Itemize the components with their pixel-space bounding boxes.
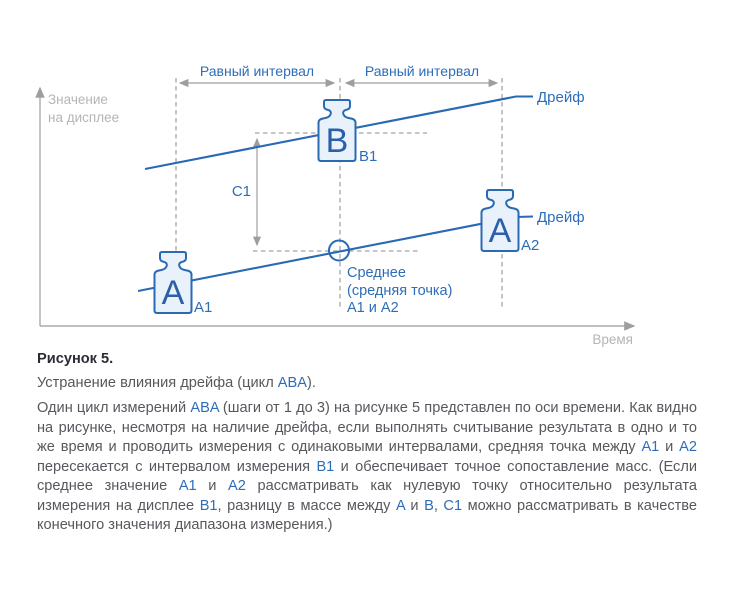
weight-b-letter: B [326,122,349,160]
weight-a1-letter: A [162,274,185,312]
x-axis-label: Время [592,332,633,347]
average-label-line1: Среднее [347,265,406,281]
interval-label-left: Равный интервал [200,63,314,79]
body-paragraph: Один цикл измерений ABA (шаги от 1 до 3)… [37,400,698,533]
weight-b-tag: B1 [359,148,377,165]
figure-title: Рисунок 5. [37,351,114,367]
average-label-line2: (средняя точка) [347,283,452,299]
weight-a1-tag: A1 [194,299,212,316]
drift-label-bottom: Дрейф [537,209,585,226]
drift-label-top: Дрейф [537,89,585,106]
figure-diagram: B A A B1 A1 A2 Равный интервал Равный ин… [35,63,636,347]
weight-a2-letter: A [489,212,512,250]
c1-label: C1 [232,183,251,200]
weight-a2-tag: A2 [521,237,539,254]
drift-line-top [144,95,533,171]
average-label-line3: A1 и A2 [347,300,399,316]
interval-label-right: Равный интервал [365,63,479,79]
drift-line-bottom [137,215,534,293]
y-axis-label-line2: на дисплее [48,110,119,125]
figure-caption: Устранение влияния дрейфа (цикл ABA). [37,375,316,391]
y-axis-label-line1: Значение [48,92,108,107]
average-point-circle [328,239,350,262]
